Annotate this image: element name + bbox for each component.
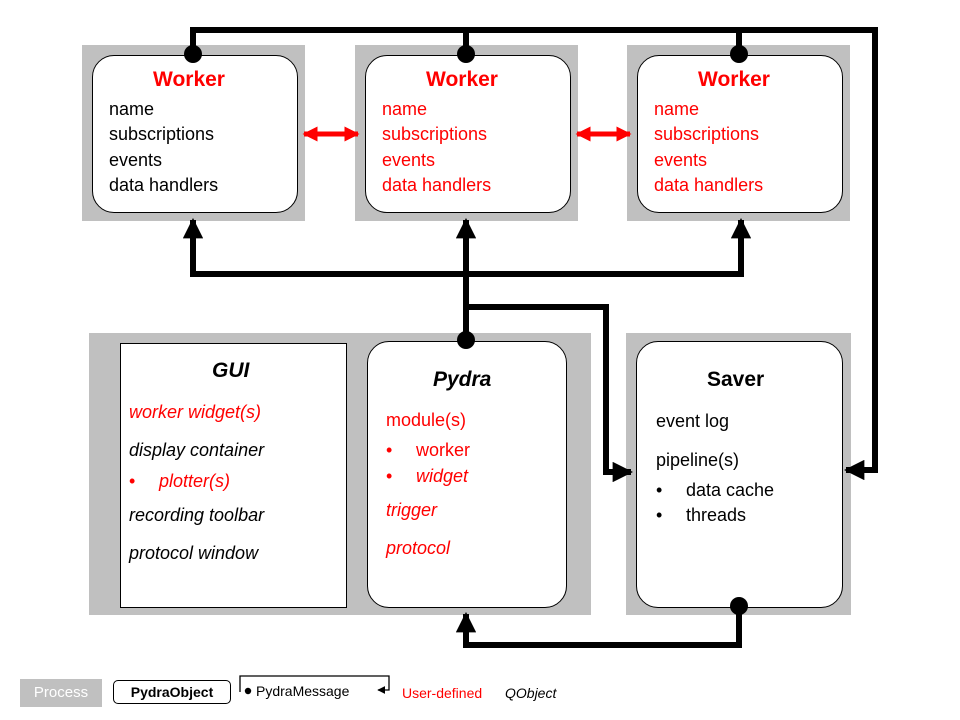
worker-2-field-subscriptions: subscriptions bbox=[382, 124, 488, 144]
worker-2-field-name: name bbox=[382, 99, 428, 119]
gui-box bbox=[120, 343, 347, 608]
worker-2-field-data-handlers: data handlers bbox=[382, 175, 492, 195]
pydra-to-worker-3 bbox=[466, 217, 752, 277]
gui-item-recording-toolbar: recording toolbar bbox=[129, 505, 265, 525]
worker-2-message-dot bbox=[457, 45, 475, 63]
worker-box-2 bbox=[365, 55, 571, 213]
worker-2-field-events: events bbox=[382, 150, 436, 170]
legend-qobject: QObject bbox=[505, 685, 557, 701]
worker-3-field-subscriptions: subscriptions bbox=[654, 124, 760, 144]
pydra-to-saver bbox=[466, 304, 634, 483]
worker-3-field-events: events bbox=[654, 150, 708, 170]
worker-box-3 bbox=[637, 55, 843, 213]
saver-event-log: event log bbox=[656, 411, 730, 431]
worker-1-field-name: name bbox=[109, 99, 155, 119]
worker-1-field-subscriptions: subscriptions bbox=[109, 124, 215, 144]
legend-pydra-message: PydraMessage bbox=[256, 683, 350, 699]
saver-bullet-icon-1: • bbox=[656, 480, 663, 500]
worker-3-title: Worker bbox=[698, 68, 770, 91]
saver-pipelines: pipeline(s) bbox=[656, 450, 740, 470]
gui-item-plotters: plotter(s) bbox=[159, 471, 231, 491]
pydra-title: Pydra bbox=[433, 368, 492, 391]
gui-bullet-icon: • bbox=[129, 471, 136, 491]
pydra-box bbox=[367, 341, 567, 608]
gui-item-protocol-window: protocol window bbox=[129, 543, 259, 563]
pydra-bullet-icon-1: • bbox=[386, 440, 393, 460]
pydra-modules: module(s) bbox=[386, 410, 467, 430]
worker-2-title: Worker bbox=[426, 68, 498, 91]
saver-bullet-data-cache: data cache bbox=[686, 480, 775, 500]
worker-1-field-events: events bbox=[109, 150, 163, 170]
pydra-trigger: trigger bbox=[386, 500, 438, 520]
pydra-message-dot bbox=[457, 331, 475, 349]
worker-1-message-dot bbox=[184, 45, 202, 63]
saver-message-dot bbox=[730, 597, 748, 615]
pydra-bullet-icon-2: • bbox=[386, 466, 393, 486]
legend-user-defined: User-defined bbox=[402, 685, 483, 701]
gui-item-worker-widgets: worker widget(s) bbox=[129, 402, 262, 422]
worker-1-field-data-handlers: data handlers bbox=[109, 175, 219, 195]
worker-1-title: Worker bbox=[153, 68, 225, 91]
gui-title: GUI bbox=[212, 359, 250, 382]
saver-title: Saver bbox=[707, 368, 765, 391]
worker-3-message-dot bbox=[730, 45, 748, 63]
pydra-protocol: protocol bbox=[386, 538, 451, 558]
top-bus-wire bbox=[190, 27, 878, 481]
pydra-to-worker-1 bbox=[182, 217, 469, 340]
gui-item-display-container: display container bbox=[129, 440, 265, 460]
worker-3-field-name: name bbox=[654, 99, 700, 119]
saver-to-pydra bbox=[455, 606, 742, 648]
worker-3-field-data-handlers: data handlers bbox=[654, 175, 764, 195]
saver-box bbox=[636, 341, 843, 608]
legend-process: Process bbox=[20, 679, 102, 707]
pydra-bullet-widget: widget bbox=[416, 466, 469, 486]
pydra-bullet-worker: worker bbox=[416, 440, 471, 460]
legend-pydra-object: PydraObject bbox=[113, 680, 231, 704]
saver-bullet-icon-2: • bbox=[656, 505, 663, 525]
saver-bullet-threads: threads bbox=[686, 505, 747, 525]
